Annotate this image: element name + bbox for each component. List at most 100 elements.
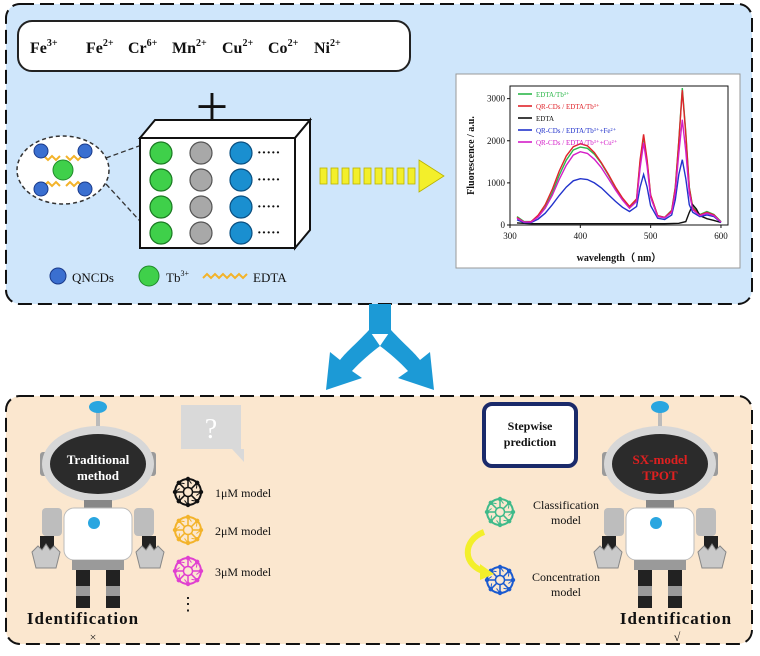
concentration-label-line1: Concentration (532, 570, 600, 584)
grey-well (189, 195, 213, 219)
robot-face (50, 434, 146, 494)
blue-well (229, 168, 253, 192)
y-tick-label: 2000 (487, 136, 506, 146)
robot-shoulder (696, 508, 716, 536)
well-dots: ····· (257, 200, 280, 215)
robot-chest-light (650, 517, 662, 529)
qncds-legend-icon (49, 267, 67, 285)
ion-mn-2plus: Mn2+ (172, 38, 207, 57)
x-tick-label: 400 (574, 231, 588, 241)
robot-wrist (40, 536, 54, 550)
complex-edta-links (43, 154, 83, 188)
question-mark: ? (205, 414, 217, 445)
model-2um-icon (172, 514, 204, 546)
robot-shin (76, 596, 90, 608)
robot-hand (31, 543, 61, 569)
robot-shin (668, 596, 682, 608)
step-curve-arrowhead (480, 564, 494, 580)
x-tick-label: 300 (503, 231, 517, 241)
grey-well (189, 221, 213, 245)
ion-cu-2plus: Cu2+ (222, 38, 253, 57)
qncd-dot (33, 181, 49, 197)
x-tick-label: 600 (714, 231, 728, 241)
robot-knee (638, 586, 652, 596)
robot-hand (697, 543, 727, 569)
identification-left-mark: × (90, 630, 97, 644)
x-tick-label: 500 (644, 231, 658, 241)
model-1um-label: 1μM model (215, 486, 272, 500)
sxmodel-label-line1: SX-model (633, 452, 688, 467)
model-3um-icon (172, 555, 204, 587)
qncd-dot (77, 143, 93, 159)
legend-entry-0: EDTA/Tb³⁺ (536, 91, 570, 99)
right-robot (593, 401, 727, 608)
ion-fe-3plus: Fe3+ (30, 38, 58, 57)
robot-antenna-light (651, 401, 669, 413)
green-well (149, 141, 173, 165)
spectrum-chart (455, 73, 741, 269)
identification-right: Identification (620, 609, 732, 628)
ion-co-2plus: Co2+ (268, 38, 299, 57)
stepwise-label-line2: prediction (504, 435, 557, 449)
green-well (149, 221, 173, 245)
robot-wrist (602, 536, 616, 550)
robot-leg (638, 570, 652, 586)
robot-shin (638, 596, 652, 608)
legend-entry-3: QR-CDs / EDTA/Tb³⁺+Fe²⁺ (536, 127, 617, 135)
stepwise-box (482, 402, 578, 468)
blue-well (229, 221, 253, 245)
robot-wrist (704, 536, 718, 550)
y-tick-label: 0 (501, 220, 506, 230)
robot-leg (76, 570, 90, 586)
blue-well (229, 141, 253, 165)
robot-shoulder (604, 508, 624, 536)
stepwise-label-line1: Stepwise (508, 419, 553, 433)
robot-torso (63, 507, 133, 561)
grey-well (189, 141, 213, 165)
yellow-arrow (319, 159, 445, 193)
model-1um-icon (172, 476, 204, 508)
robot-shoulder (134, 508, 154, 536)
robot-shoulder (42, 508, 62, 536)
traditional-label-line2: method (77, 468, 120, 483)
robot-face (612, 434, 708, 494)
legend-entry-1: QR-CDs / EDTA/Tb³⁺ (536, 103, 600, 111)
legend-entry-2: EDTA (536, 115, 554, 123)
well-dots: ····· (257, 226, 280, 241)
concentration-model-icon (484, 564, 516, 596)
model-3um-label: 3μM model (215, 565, 272, 579)
sxmodel-label-line2: TPOT (642, 468, 678, 483)
metal-ions-list: Fe3+Fe2+Cr6+Mn2+Cu2+Co2+Ni2+ (30, 38, 341, 57)
qncd-dot (33, 143, 49, 159)
robot-leg (668, 570, 682, 586)
model-wheels (172, 476, 204, 587)
robot-antenna (658, 408, 662, 428)
robot-hand (135, 543, 165, 569)
x-axis-label: wavelength（ nm） (577, 251, 662, 264)
models-ellipsis: ⋮ (179, 594, 197, 614)
robot-neck (84, 500, 112, 510)
tb-legend-label: Tb3+ (166, 269, 189, 285)
robot-hip (634, 560, 686, 570)
edta-legend-icon (202, 272, 248, 280)
y-tick-label: 3000 (487, 94, 506, 104)
series-line-4 (516, 119, 722, 223)
identification-right-mark: √ (674, 630, 681, 644)
robot-antenna-light (89, 401, 107, 413)
well-dots: ····· (257, 146, 280, 161)
robot-leg (106, 570, 120, 586)
green-well (149, 168, 173, 192)
robot-torso (625, 507, 695, 561)
classification-label-line2: model (551, 513, 582, 527)
tb-legend-icon (138, 265, 160, 287)
blue-well (229, 195, 253, 219)
robot-hip (72, 560, 124, 570)
ion-fe-2plus: Fe2+ (86, 38, 114, 57)
robot-knee (76, 586, 90, 596)
classification-label-line1: Classification (533, 498, 599, 512)
robot-shin (106, 596, 120, 608)
qncd-dot (77, 181, 93, 197)
robot-wrist (142, 536, 156, 550)
